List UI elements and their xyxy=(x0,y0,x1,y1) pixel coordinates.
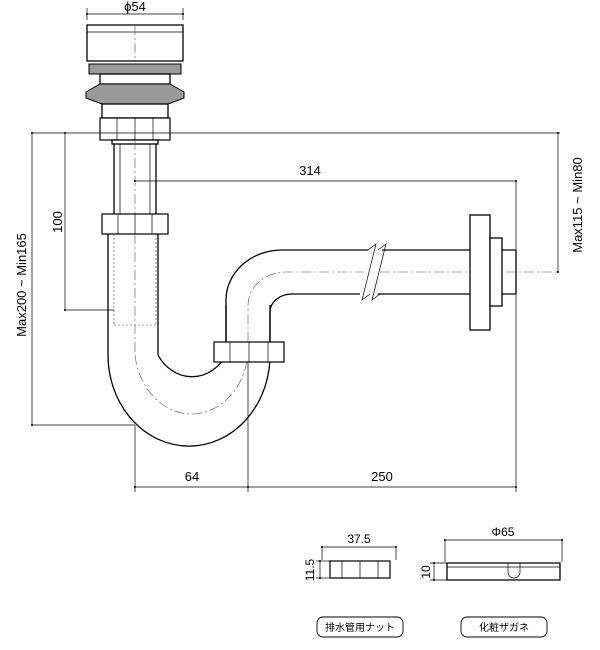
dim-horizontal-314: 314 xyxy=(133,163,518,250)
dim-left-height-label: Max200 ~ Min165 xyxy=(14,233,29,337)
drain-nut-name: 排水管用ナット xyxy=(325,621,395,634)
wall-flange xyxy=(469,214,503,331)
dim-top-diameter-label: ϕ54 xyxy=(124,0,146,14)
dim-top-diameter: ϕ54 xyxy=(85,0,185,20)
dim-right-height-label: Max115 ~ Min80 xyxy=(570,157,585,253)
right-nut xyxy=(213,341,285,363)
trap-body xyxy=(107,234,271,447)
dim-64-label: 64 xyxy=(185,469,199,484)
dim-vertical-100: 100 xyxy=(50,131,114,312)
escutcheon-width-label: Φ65 xyxy=(492,525,515,539)
dim-bottom: 64 250 xyxy=(133,294,518,492)
part-drain-nut: 37.5 11.5 排水管用ナット xyxy=(303,532,404,638)
part-escutcheon: Φ65 10 化粧ザガネ xyxy=(419,525,564,638)
top-nut xyxy=(99,103,171,145)
dim-314-label: 314 xyxy=(299,163,321,178)
drain-nut-height-label: 11.5 xyxy=(303,558,317,581)
dim-250-label: 250 xyxy=(371,469,393,484)
middle-nut xyxy=(101,213,169,235)
drain-nut-width-label: 37.5 xyxy=(347,532,371,546)
dim-100-label: 100 xyxy=(50,211,65,233)
top-gasket xyxy=(85,63,185,105)
upper-pipe xyxy=(113,140,157,214)
top-cap xyxy=(86,24,184,62)
elbow-pipe xyxy=(225,243,560,342)
escutcheon-height-label: 10 xyxy=(419,565,433,579)
escutcheon-name: 化粧ザガネ xyxy=(479,621,529,634)
dim-right-height: Max115 ~ Min80 xyxy=(556,131,585,274)
dim-left-height: Max200 ~ Min165 xyxy=(14,131,560,427)
